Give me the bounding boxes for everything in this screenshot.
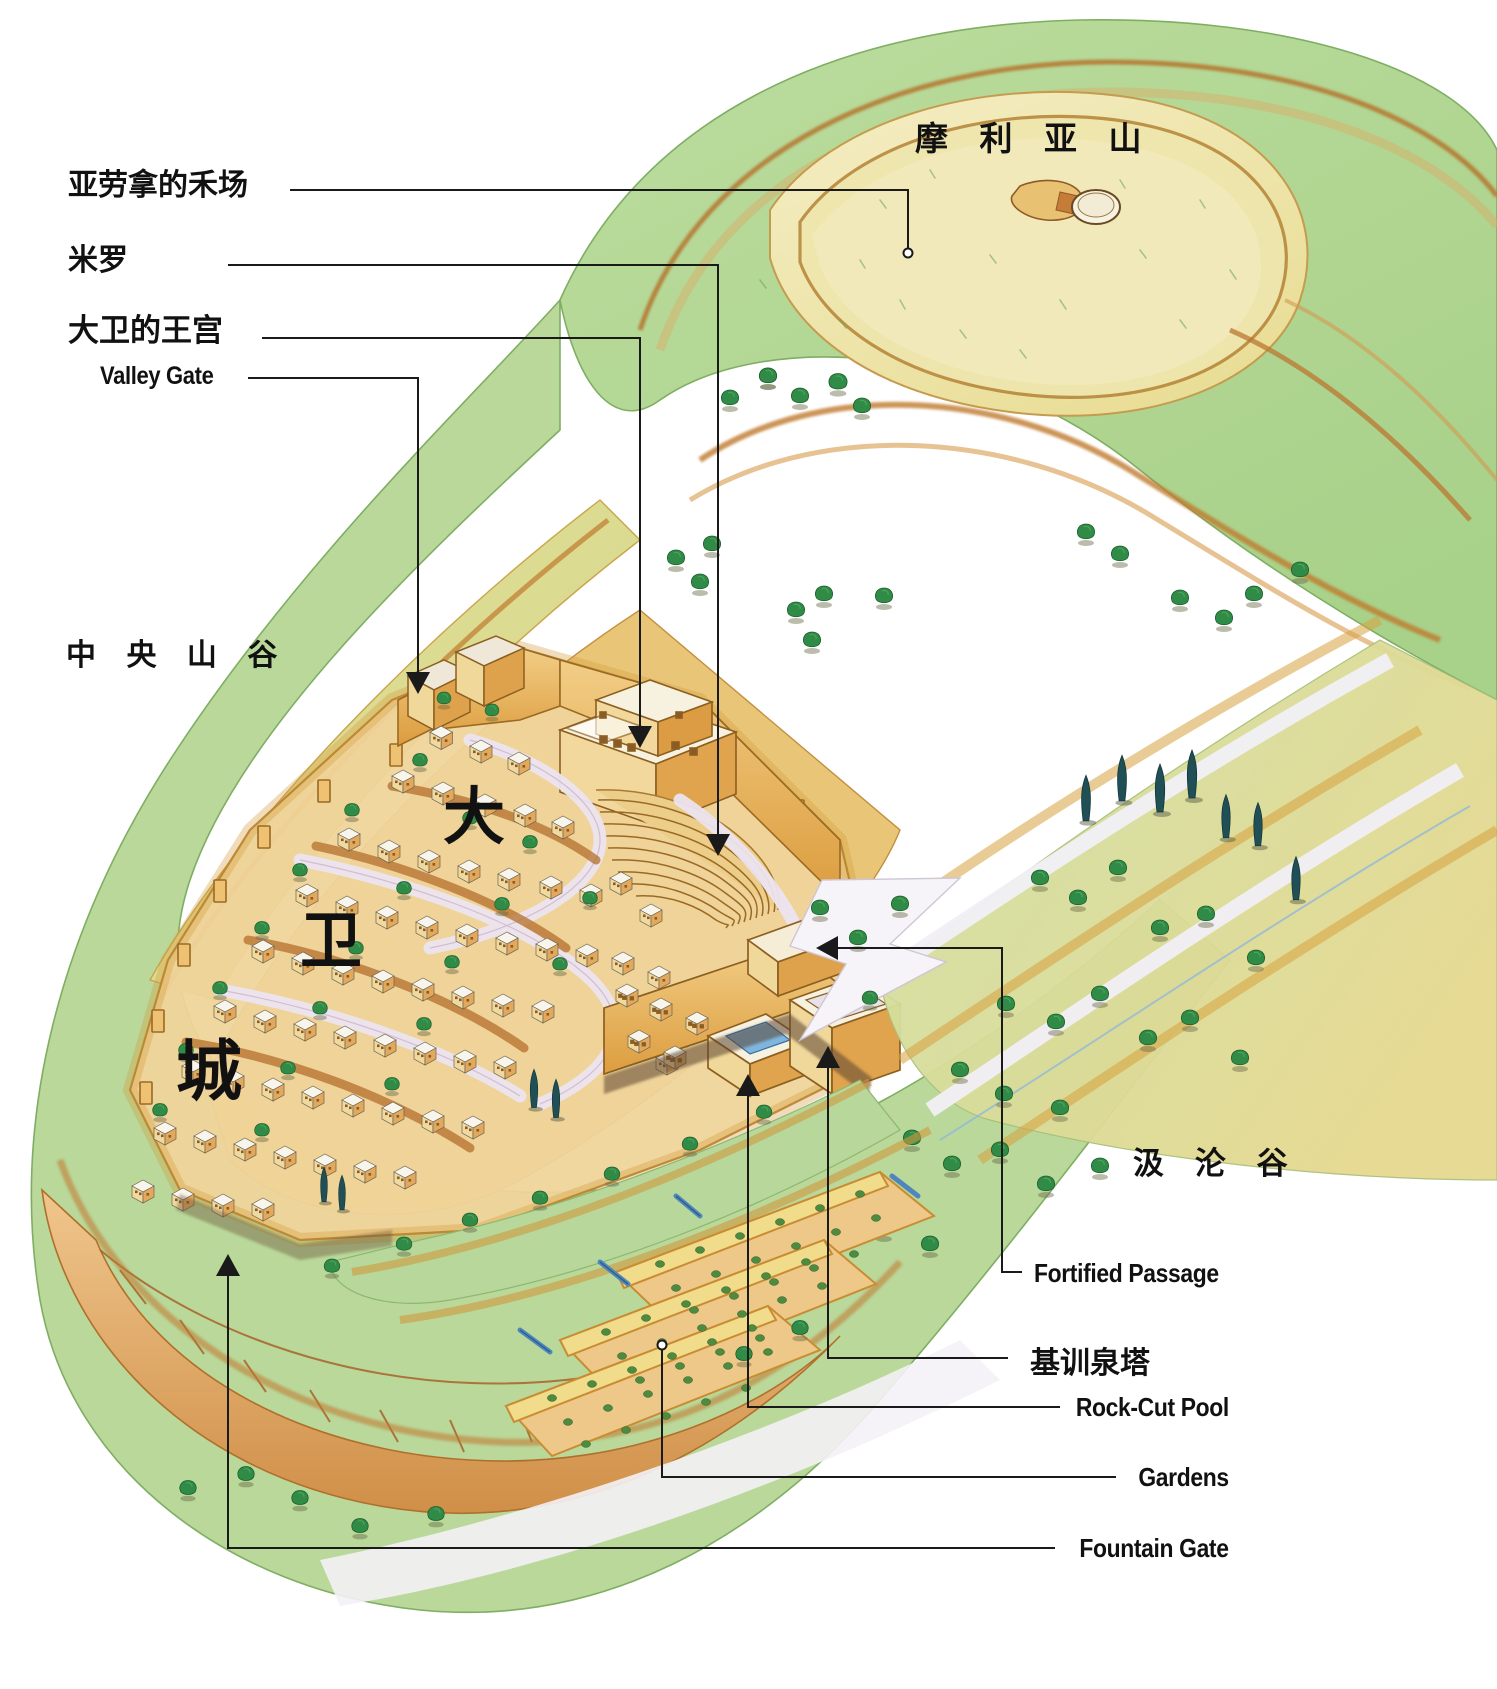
area-label-city-of-david-char-3: 城 <box>176 1033 242 1110</box>
leader-davids-palace <box>262 337 652 748</box>
area-label-city-of-david-char-2: 卫 <box>300 904 363 977</box>
callout-label-gihon-spring-tower: 基训泉塔 <box>1030 1346 1150 1381</box>
area-label-central-valley: 中 央 山 谷 <box>66 638 288 673</box>
leader-millo <box>228 264 730 856</box>
area-label-mount-moriah: 摩 利 亚 山 <box>915 119 1152 158</box>
callout-label-fountain-gate: Fountain Gate <box>1079 1533 1230 1563</box>
leader-fortified-passage <box>816 936 1022 1273</box>
callout-label-threshing-floor: 亚劳拿的禾场 <box>68 168 248 203</box>
leader-valley-gate <box>248 377 430 694</box>
area-label-city-of-david-char-1: 大 <box>443 780 506 853</box>
leader-threshing-floor <box>290 189 909 250</box>
leader-rock-cut-pool <box>736 1074 1060 1408</box>
callout-label-davids-palace: 大卫的王宫 <box>68 313 223 349</box>
callout-label-millo: 米罗 <box>68 243 128 278</box>
leader-gihon-spring-tower <box>816 1046 1008 1359</box>
callout-label-valley-gate: Valley Gate <box>100 362 214 390</box>
callout-label-fortified-passage: Fortified Passage <box>1034 1258 1219 1288</box>
leader-gardens <box>661 1348 1116 1478</box>
callout-label-rock-cut-pool: Rock-Cut Pool <box>1075 1392 1229 1422</box>
area-label-kidron-valley: 汲 沦 谷 <box>1133 1146 1298 1182</box>
callout-label-gardens: Gardens <box>1138 1462 1230 1492</box>
leader-fountain-gate <box>216 1254 1055 1549</box>
